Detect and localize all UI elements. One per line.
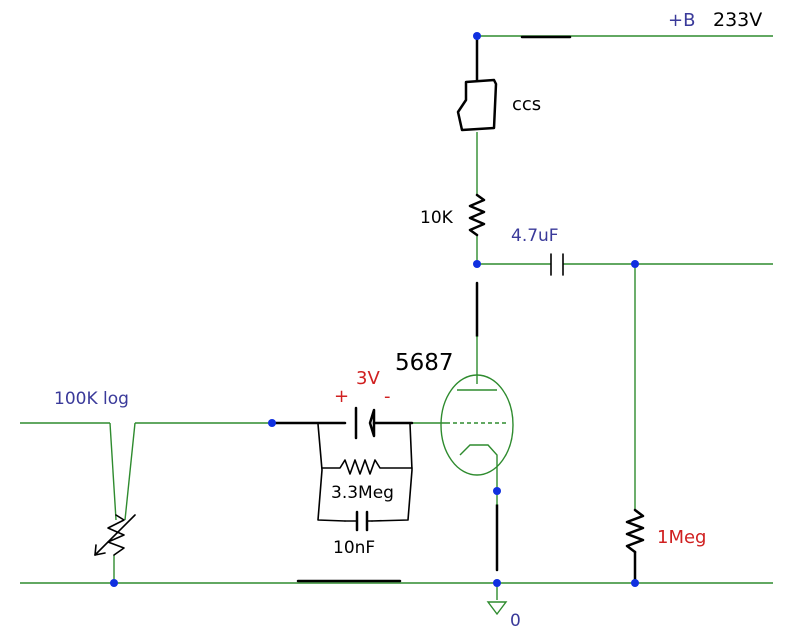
potentiometer-arrow [94, 544, 106, 556]
label-r-plate: 10K [420, 208, 454, 228]
pot-lead-wiper [124, 422, 136, 521]
potentiometer-body [107, 514, 125, 556]
tube-envelope [440, 374, 514, 476]
label-r-bias: 3.3Meg [331, 483, 394, 503]
label-r-grid-leak: 1Meg [657, 527, 706, 548]
tube-cathode [459, 444, 498, 470]
pot-lead-left [109, 422, 117, 521]
wires [20, 35, 773, 600]
node-ground-gridleak [631, 579, 639, 587]
labels: +B 233V ccs 10K 4.7uF 5687 3V + - 100K l… [54, 9, 762, 631]
label-tube: 5687 [395, 350, 454, 376]
potentiometer-wiper [94, 514, 136, 556]
bias-network-left [317, 423, 346, 522]
nodes [110, 32, 639, 587]
node-input [268, 419, 276, 427]
node-ground-cathode [493, 579, 501, 587]
label-pot: 100K log [54, 389, 129, 409]
node-cathode [493, 487, 501, 495]
label-c-bias: 10nF [333, 538, 375, 558]
label-bias-minus: - [384, 386, 391, 407]
ccs-block [456, 78, 498, 132]
node-ground-pot [110, 579, 118, 587]
node-plate [473, 260, 481, 268]
tube-5687 [440, 374, 514, 476]
label-supply-voltage: 233V [713, 9, 762, 31]
label-bias-plus: + [334, 386, 349, 407]
label-bias-voltage: 3V [356, 368, 380, 389]
bias-network-right [371, 423, 413, 522]
node-output [631, 260, 639, 268]
bias-resistor-row [321, 459, 413, 475]
label-ccs: ccs [512, 94, 541, 115]
label-c-coupling: 4.7uF [511, 226, 559, 246]
node-bplus [473, 32, 481, 40]
label-ground-node: 0 [510, 611, 521, 631]
hand-drawn-strokes [94, 35, 645, 585]
ground-icon [486, 601, 508, 616]
resistor-10k [468, 193, 486, 237]
resistor-1meg [625, 508, 645, 554]
label-supply: +B [668, 10, 695, 31]
